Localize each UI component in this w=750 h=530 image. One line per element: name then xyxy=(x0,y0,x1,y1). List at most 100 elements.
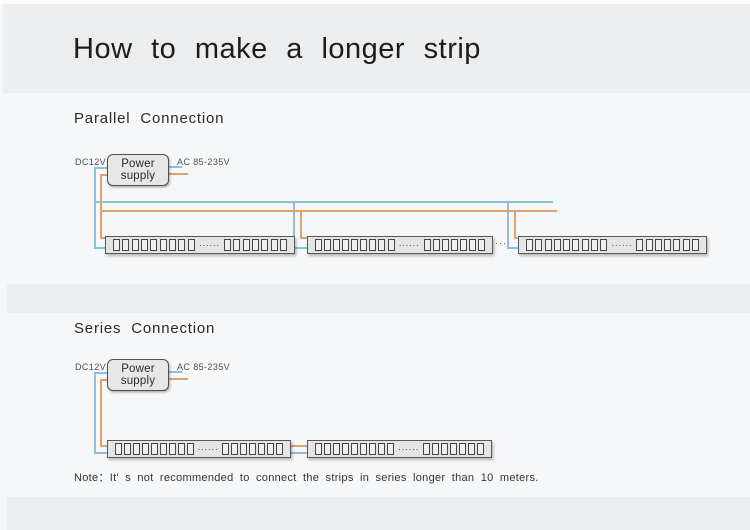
led-chip xyxy=(673,239,681,251)
led-chip xyxy=(122,239,130,251)
led-chip xyxy=(342,239,350,251)
dc12v-label: DC12V xyxy=(74,157,106,167)
led-chip xyxy=(141,443,149,455)
led-chip xyxy=(150,239,158,251)
led-chip xyxy=(422,443,430,455)
wire-orange-segment xyxy=(300,210,302,239)
wire-blue-segment xyxy=(507,247,518,249)
led-chip xyxy=(581,239,589,251)
wire-blue-segment xyxy=(169,371,182,373)
led-strip: ······ xyxy=(307,440,492,458)
led-chip xyxy=(468,239,476,251)
led-chip xyxy=(351,239,359,251)
led-chip xyxy=(275,443,283,455)
led-chip xyxy=(186,443,194,455)
led-strip: ······ xyxy=(518,236,707,254)
wire-blue-segment xyxy=(169,166,182,168)
led-chip xyxy=(261,239,269,251)
led-strip: ······ xyxy=(105,236,295,254)
led-chip xyxy=(526,239,533,251)
led-chip xyxy=(369,239,377,251)
led-chip xyxy=(131,239,139,251)
power-supply-box: Power supply xyxy=(107,359,169,391)
wire-orange-segment xyxy=(514,237,518,239)
led-chip xyxy=(432,239,440,251)
led-chip xyxy=(222,443,230,455)
led-chip xyxy=(563,239,570,251)
led-chip xyxy=(242,239,250,251)
wire-orange-segment xyxy=(169,378,188,380)
led-chip xyxy=(159,443,167,455)
led-chip xyxy=(691,239,699,251)
wire-orange-segment xyxy=(100,379,102,447)
top-edge xyxy=(0,0,750,4)
led-chip xyxy=(664,239,672,251)
wire-blue-segment xyxy=(94,167,96,249)
led-chip xyxy=(333,443,340,455)
led-chip xyxy=(279,239,287,251)
led-chip xyxy=(333,239,341,251)
strip-dots: ······ xyxy=(197,444,219,454)
led-chip xyxy=(132,443,140,455)
led-chip xyxy=(231,443,239,455)
wire-orange-segment xyxy=(100,379,107,381)
led-chip xyxy=(600,239,607,251)
led-chip xyxy=(177,443,185,455)
ac-voltage-label: AC 85-235V xyxy=(177,157,231,167)
power-supply-label: Power xyxy=(121,362,155,375)
power-supply-label: supply xyxy=(120,170,156,182)
wire-blue-segment xyxy=(507,201,509,249)
led-chip xyxy=(476,443,484,455)
led-chip xyxy=(572,239,580,251)
led-chip xyxy=(267,443,275,455)
wire-blue-segment xyxy=(94,247,105,249)
led-chip xyxy=(431,443,439,455)
led-chip xyxy=(249,443,257,455)
wire-blue-bus xyxy=(94,201,553,203)
led-chip xyxy=(458,443,466,455)
power-supply-box: Power supply xyxy=(107,154,169,186)
led-chip xyxy=(258,443,266,455)
led-chip xyxy=(450,239,458,251)
wire-blue-segment xyxy=(94,167,107,169)
led-chip xyxy=(315,443,322,455)
bottom-band xyxy=(7,497,750,530)
section-heading-series: Series Connection xyxy=(74,320,216,337)
wire-orange-segment xyxy=(300,237,307,239)
led-chip xyxy=(113,239,120,251)
led-chip xyxy=(233,239,241,251)
led-chip xyxy=(123,443,131,455)
strip-dots: ······ xyxy=(398,444,419,454)
wire-orange-segment xyxy=(169,173,188,175)
led-chip xyxy=(324,239,332,251)
page-title: How to make a longer strip xyxy=(73,33,481,65)
strip-dots: ······ xyxy=(198,240,220,250)
led-chip xyxy=(187,239,195,251)
led-chip xyxy=(240,443,248,455)
led-chip xyxy=(387,239,395,251)
power-supply-label: Power xyxy=(121,157,155,170)
led-chip xyxy=(387,443,394,455)
led-chip xyxy=(459,239,467,251)
led-chip xyxy=(178,239,186,251)
led-chip xyxy=(590,239,598,251)
strip-dots: ······ xyxy=(398,240,420,250)
wire-blue-segment xyxy=(94,452,107,454)
dc12v-label: DC12V xyxy=(74,362,106,372)
led-chip xyxy=(168,443,176,455)
wire-orange-segment xyxy=(100,237,105,239)
wire-blue-segment xyxy=(94,372,107,374)
wire-orange-bus xyxy=(100,210,557,212)
led-chip xyxy=(378,239,386,251)
section-heading-parallel: Parallel Connection xyxy=(74,110,225,127)
led-strip: ······ xyxy=(307,236,493,254)
power-supply-label: supply xyxy=(120,375,156,387)
wire-blue-segment xyxy=(293,247,307,249)
wire-blue-segment xyxy=(94,372,96,454)
led-chip xyxy=(467,443,475,455)
led-chip xyxy=(351,443,358,455)
wire-orange-segment xyxy=(514,210,516,239)
continuation-ellipsis: ··· xyxy=(495,238,507,248)
wire-orange-connector xyxy=(291,445,307,447)
section-divider-band xyxy=(7,284,750,313)
